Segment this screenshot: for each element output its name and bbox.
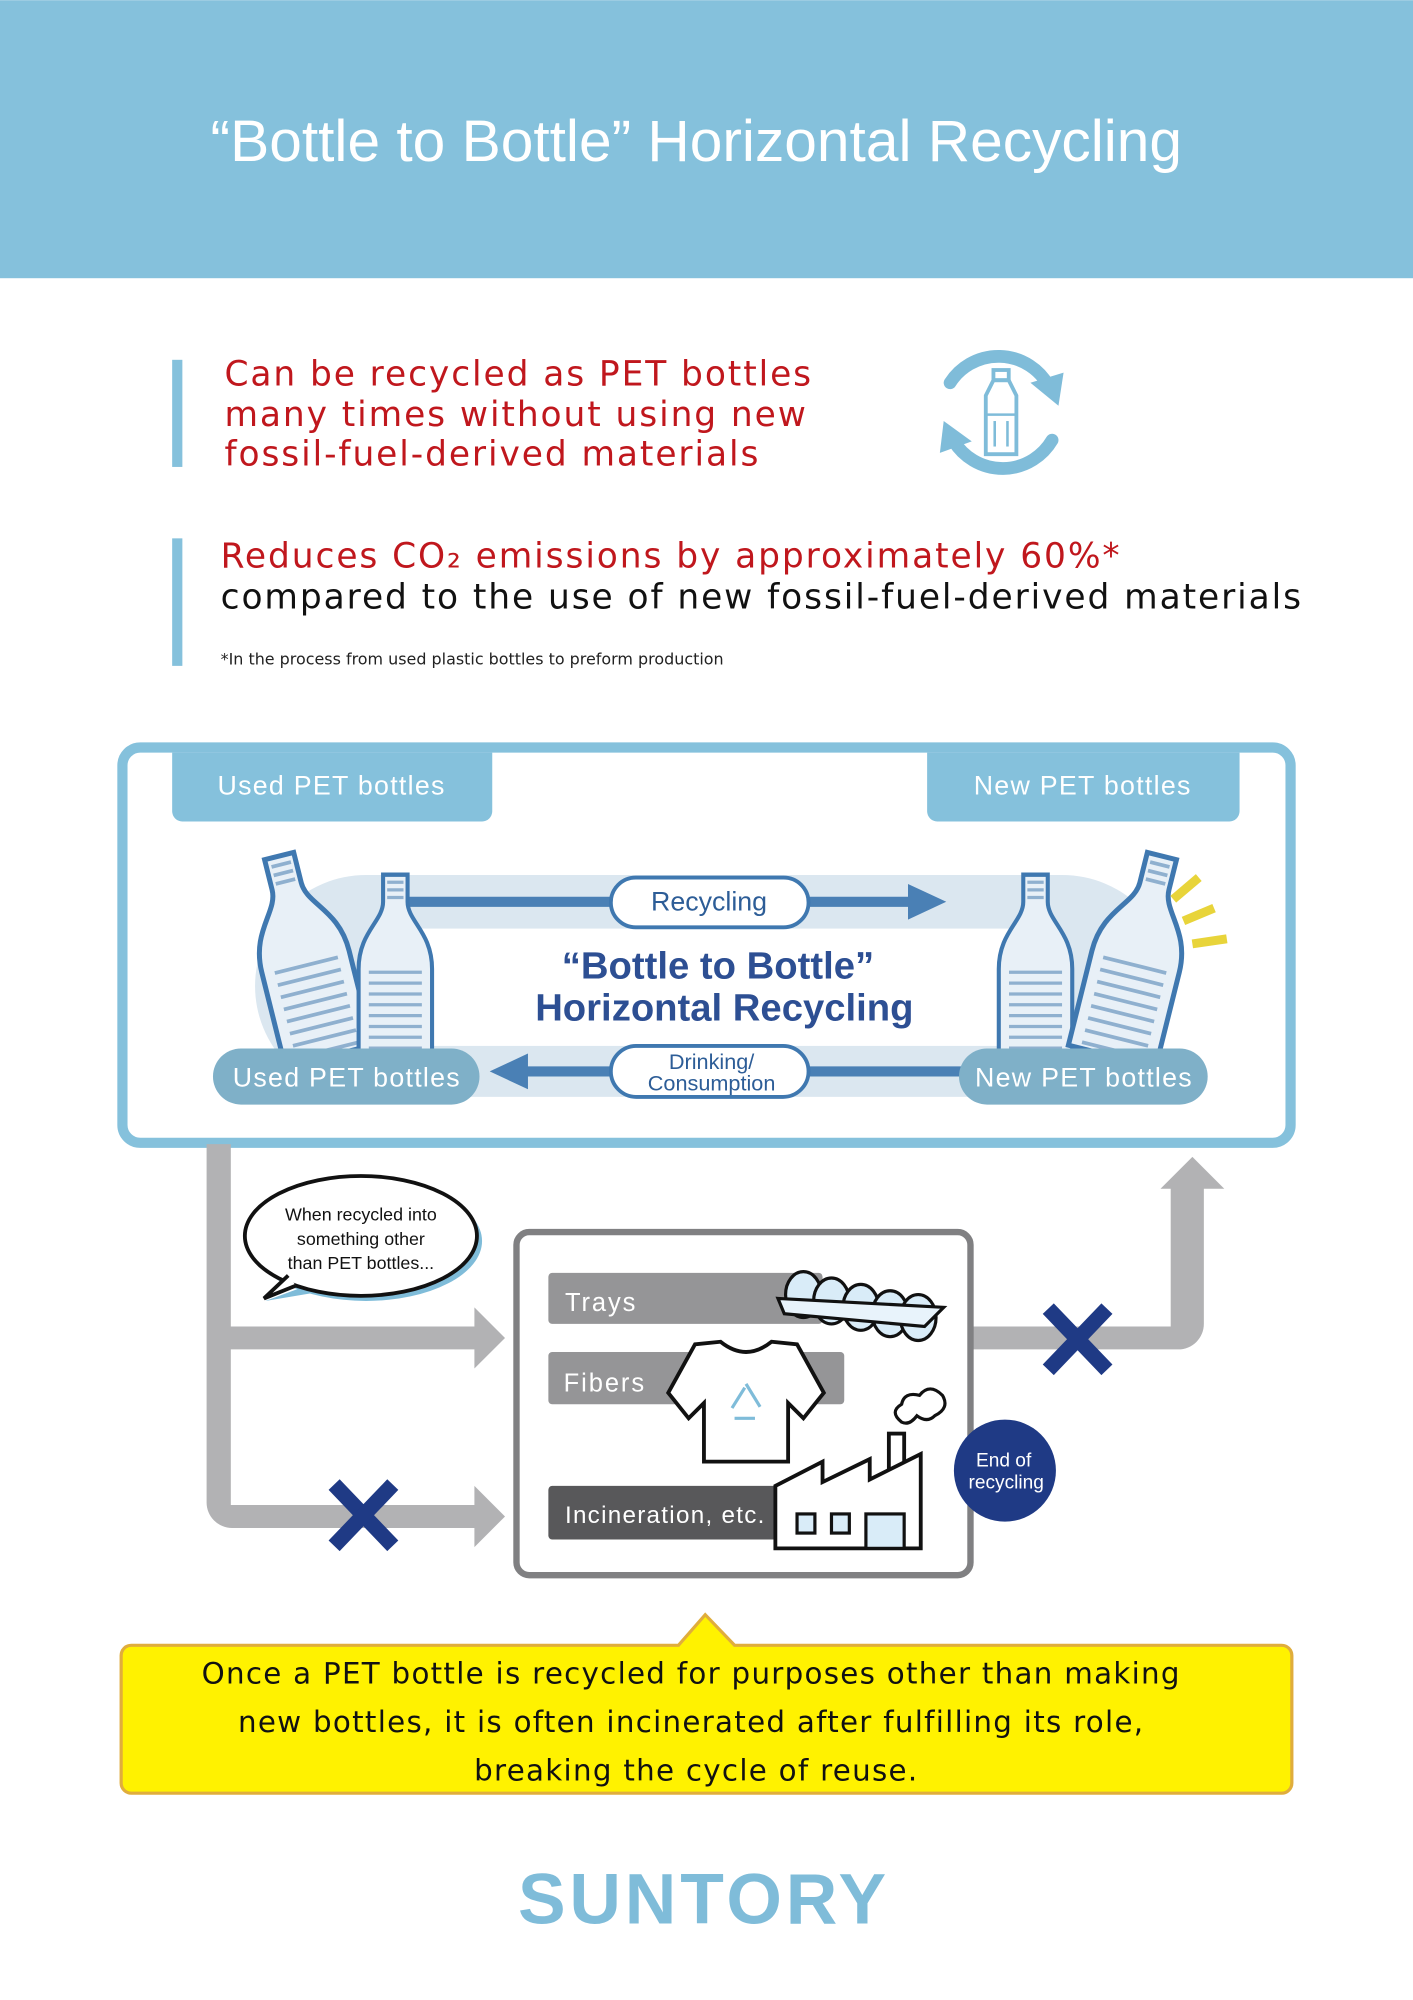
new-pet-pill — [959, 1048, 1208, 1105]
recycling-label: Recycling — [651, 887, 767, 917]
arrowhead-icon — [907, 883, 947, 920]
blocked-x-icon — [1042, 1303, 1113, 1376]
recycling-pill — [608, 875, 811, 930]
drinking-pill — [608, 1043, 811, 1099]
bubble-line: than PET bottles... — [288, 1253, 434, 1273]
egg-tray-icon — [775, 1270, 948, 1343]
accent-bar — [172, 538, 183, 666]
end-badge-line: End of — [976, 1451, 1032, 1472]
bubble-line: When recycled into — [285, 1205, 437, 1225]
note-line: breaking the cycle of reuse. — [474, 1753, 918, 1787]
blocked-x-icon — [328, 1479, 399, 1552]
incineration-bar — [548, 1485, 785, 1540]
drinking-label: Drinking/ — [669, 1049, 755, 1074]
drinking-label: Consumption — [648, 1071, 776, 1096]
cycle-title: Horizontal Recycling — [535, 986, 913, 1029]
downcycle-arrows — [206, 1144, 1225, 1548]
fibers-label: Fibers — [564, 1370, 646, 1398]
note-box — [119, 1612, 1294, 1795]
bottle-recycle-icon — [939, 349, 1064, 475]
benefit-1-line: fossil-fuel-derived materials — [224, 435, 760, 475]
end-of-recycling-badge — [953, 1419, 1056, 1522]
page-title: “Bottle to Bottle” Horizontal Recycling — [211, 109, 1183, 174]
used-pet-label: Used PET bottles — [233, 1063, 461, 1093]
tab-used-label: Used PET bottles — [217, 771, 445, 801]
header-band — [0, 0, 1413, 279]
note-line: new bottles, it is often incinerated aft… — [238, 1705, 1144, 1739]
co2-highlight: Reduces CO₂ emissions by approximately 6… — [221, 537, 1122, 577]
speech-bubble: When recycled into something other than … — [242, 1174, 483, 1301]
accent-bar — [172, 359, 183, 467]
suntory-logo: SUNTORY — [518, 1859, 890, 1939]
benefit-1-line: Can be recycled as PET bottles — [224, 354, 813, 394]
arrowhead-icon — [489, 1053, 528, 1090]
new-bottles-illustration — [999, 845, 1228, 1067]
used-pet-pill — [212, 1048, 480, 1105]
cycle-center — [369, 928, 1059, 1046]
trays-bar — [548, 1272, 823, 1324]
note-line: Once a PET bottle is recycled for purpos… — [202, 1657, 1181, 1691]
incineration-label: Incineration, etc. — [565, 1502, 766, 1529]
footnote: *In the process from used plastic bottle… — [221, 650, 724, 669]
co2-detail: compared to the use of new fossil-fuel-d… — [221, 577, 1303, 617]
factory-icon — [773, 1387, 947, 1551]
trays-label: Trays — [565, 1289, 637, 1317]
cycle-title: “Bottle to Bottle” — [562, 944, 874, 987]
tab-new-pet — [927, 752, 1240, 822]
end-badge-line: recycling — [968, 1472, 1043, 1493]
benefit-1-line: many times without using new — [224, 395, 807, 435]
tab-new-label: New PET bottles — [974, 771, 1192, 801]
bubble-line: something other — [297, 1229, 425, 1249]
tshirt-icon — [665, 1339, 827, 1464]
new-pet-label: New PET bottles — [975, 1063, 1193, 1093]
tab-used-pet — [172, 752, 493, 822]
